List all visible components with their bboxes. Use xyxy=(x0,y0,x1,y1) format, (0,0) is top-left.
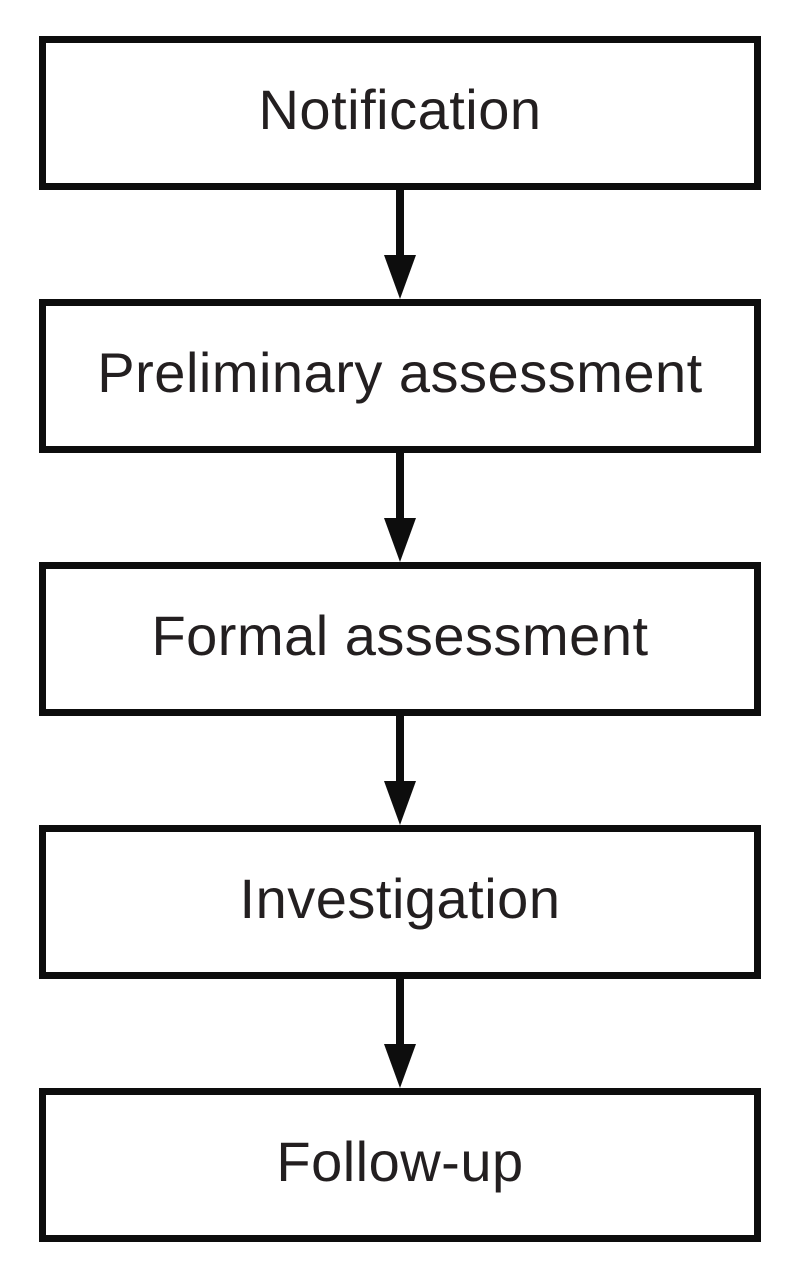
arrow-head xyxy=(384,781,416,825)
arrow-head xyxy=(384,1044,416,1088)
flow-step-label: Investigation xyxy=(239,867,561,930)
flow-step-preliminary-assessment: Preliminary assessment xyxy=(39,299,761,453)
arrow-down-icon xyxy=(384,716,416,825)
flow-step-formal-assessment: Formal assessment xyxy=(39,562,761,716)
arrow-down-icon xyxy=(384,190,416,299)
arrow-head xyxy=(384,518,416,562)
flow-step-follow-up: Follow-up xyxy=(39,1088,761,1242)
flow-step-label: Follow-up xyxy=(276,1130,524,1193)
arrow-down-icon xyxy=(384,979,416,1088)
flowchart: Notification Preliminary assessment Form… xyxy=(39,36,761,1242)
flow-step-label: Notification xyxy=(258,78,542,141)
arrow-head xyxy=(384,255,416,299)
arrow-down-icon xyxy=(384,453,416,562)
flow-step-label: Preliminary assessment xyxy=(97,341,703,404)
flow-step-investigation: Investigation xyxy=(39,825,761,979)
flow-step-notification: Notification xyxy=(39,36,761,190)
arrow-stem xyxy=(396,716,404,781)
flow-step-label: Formal assessment xyxy=(151,604,649,667)
arrow-stem xyxy=(396,190,404,255)
arrow-stem xyxy=(396,453,404,518)
arrow-stem xyxy=(396,979,404,1044)
